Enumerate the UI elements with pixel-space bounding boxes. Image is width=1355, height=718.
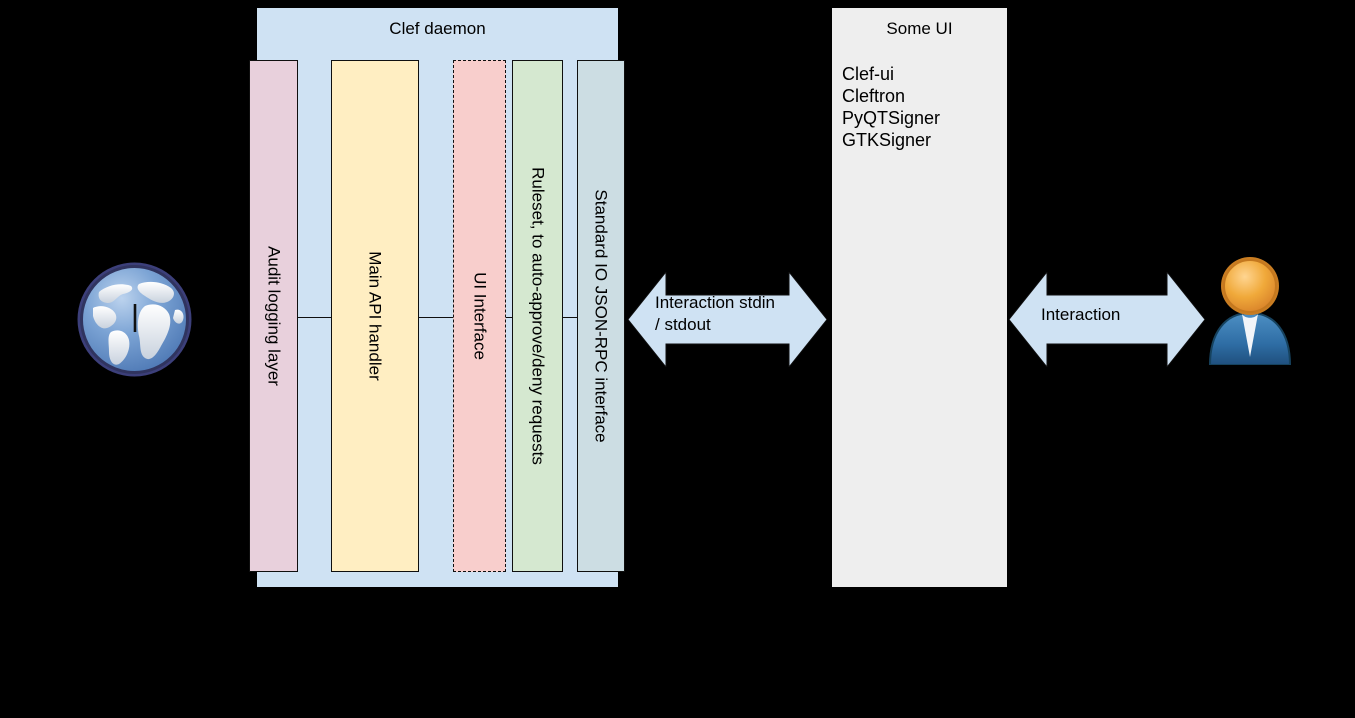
globe-icon [73,258,196,381]
some-ui-panel: Some UI Clef-ui Cleftron PyQTSigner GTKS… [832,8,1007,587]
clef-daemon-title: Clef daemon [389,19,486,38]
column-label: Standard IO JSON-RPC interface [591,189,611,443]
list-item: Clef-ui [842,64,895,84]
interaction-arrow-label: Interaction [1041,305,1121,324]
column-standard-io-jsonrpc[interactable]: Standard IO JSON-RPC interface [577,60,625,572]
list-item: Cleftron [842,86,906,106]
column-label: Audit logging layer [264,246,283,386]
column-main-api-handler[interactable]: Main API handler [331,60,419,572]
stdio-arrow-label: Interaction stdin / stdout [655,293,776,334]
connector-line [505,317,513,318]
connector-line [562,317,578,318]
column-label: UI Interface [470,272,489,360]
some-ui-title: Some UI [886,19,953,38]
column-ruleset[interactable]: Ruleset, to auto-approve/deny requests [512,60,563,572]
some-ui-list: Clef-ui Cleftron PyQTSigner GTKSigner [842,63,940,151]
interaction-arrow: Interaction [1009,272,1205,367]
user-icon [1205,253,1295,366]
stdio-arrow: Interaction stdin / stdout [628,272,827,367]
clef-daemon-container [257,8,618,587]
connector-line [418,317,454,318]
list-item: GTKSigner [842,130,932,150]
column-ui-interface[interactable]: UI Interface [453,60,506,572]
column-audit-logging-layer[interactable]: Audit logging layer [249,60,298,572]
column-label: Ruleset, to auto-approve/deny requests [528,167,547,465]
connector-line [297,317,332,318]
list-item: PyQTSigner [842,108,941,128]
column-label: Main API handler [365,251,385,381]
